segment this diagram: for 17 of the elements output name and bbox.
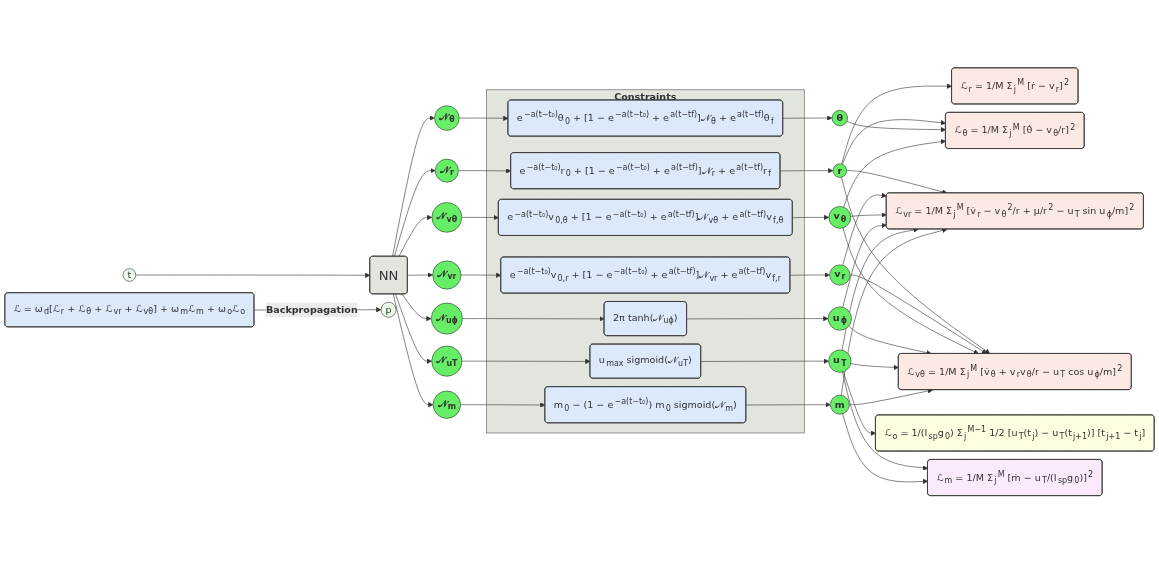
node-circle: u$_{ϕ}$ [827, 306, 852, 331]
node-circle: θ [831, 109, 848, 126]
node-circle: 𝒩$_{r}$ [435, 158, 459, 183]
node-circle: t [122, 268, 137, 282]
node-circle: 𝒩$_{vr}$ [432, 260, 462, 290]
node-circle: p [380, 301, 397, 318]
node-circle: 𝒩$_{uϕ}$ [430, 302, 463, 335]
node-circle: u$_{T}$ [828, 349, 852, 373]
edge-label: Backpropagation [265, 303, 358, 315]
node-circle: 𝒩$_{uT}$ [431, 345, 463, 377]
node-circle: r [832, 163, 847, 178]
node-circle: v$_{r}$ [829, 264, 851, 286]
node-circle: m [830, 394, 850, 415]
node-circle: v$_{θ}$ [828, 205, 852, 229]
node-circle: 𝒩$_{m}$ [432, 390, 461, 419]
node-circle: 𝒩$_{θ}$ [434, 105, 460, 131]
node-circle: 𝒩$_{vθ}$ [431, 201, 463, 233]
